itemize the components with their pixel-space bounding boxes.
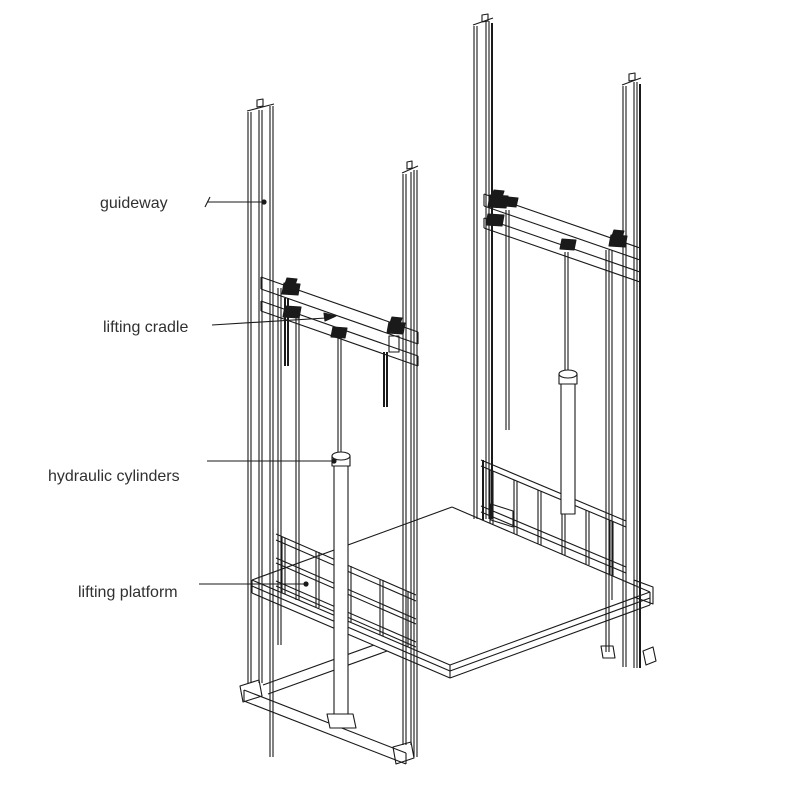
guideway-posts [246, 13, 642, 757]
label-hydraulic-cylinders: hydraulic cylinders [48, 468, 180, 485]
label-guideway: guideway [100, 195, 168, 212]
label-lifting-platform: lifting platform [78, 584, 178, 601]
label-lifting-cradle: lifting cradle [103, 319, 188, 336]
lifting-cradle-beams [260, 189, 641, 367]
lifting-platform-slab [251, 503, 654, 679]
label-leader-lines [199, 196, 337, 587]
base-plates-and-sill [239, 646, 657, 765]
hydraulic-cylinders-and-arms [277, 210, 616, 729]
